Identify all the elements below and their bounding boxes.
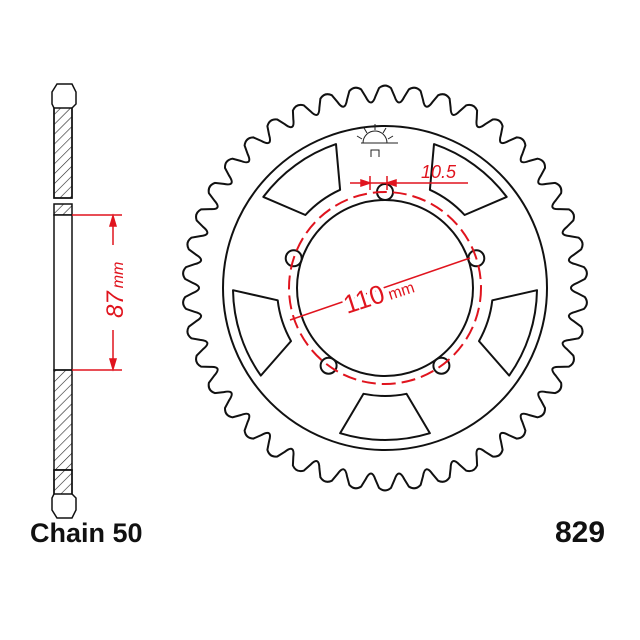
lightening-windows: [232, 143, 538, 441]
chain-size-label: Chain 50: [30, 518, 143, 548]
bolt-circle: [288, 191, 482, 385]
bolt-hole: [319, 356, 338, 375]
bolt-circle-label: 110mm: [340, 269, 418, 320]
lightening-window: [232, 289, 292, 377]
part-number-label: 829: [555, 516, 606, 549]
sprocket-front-view: [182, 84, 588, 492]
bolt-hole-label: 10.5: [421, 162, 457, 182]
lightening-window: [478, 289, 538, 377]
lightening-window: [428, 143, 508, 216]
inner-ring: [222, 125, 548, 451]
bolt-hole: [284, 249, 303, 268]
side-profile: [51, 83, 77, 519]
bolt-holes: [284, 183, 486, 375]
center-bore-dimension: [72, 213, 122, 372]
lightening-window: [262, 143, 342, 216]
bolt-hole-dimension: [350, 176, 468, 190]
sprocket-teeth: [182, 84, 588, 492]
center-bore-label: 87mm: [102, 262, 129, 318]
brand-logo-icon: [356, 124, 398, 157]
lightening-window: [339, 392, 431, 441]
bolt-hole: [432, 356, 451, 375]
bolt-circle-dimension-line: [289, 257, 471, 321]
